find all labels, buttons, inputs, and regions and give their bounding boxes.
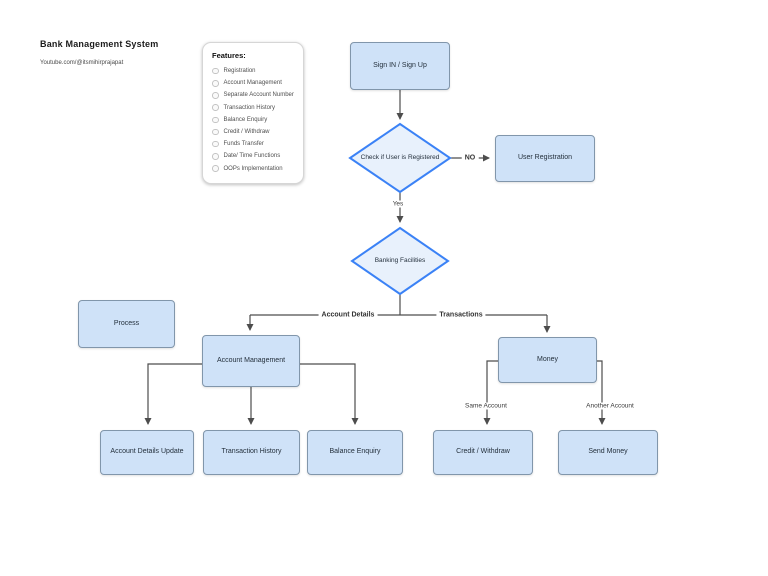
node-credit-withdraw: Credit / Withdraw (433, 430, 533, 475)
bullet-circle-icon (212, 104, 219, 111)
channel-credit: Youtube.com/@itsmihirprajapat (40, 60, 124, 66)
feature-label: Balance Enquiry (223, 116, 268, 123)
edge-label-same-account: Same Account (462, 402, 510, 410)
features-heading: Features: (212, 51, 246, 60)
edge-label-yes: Yes (389, 200, 407, 208)
feature-label: Registration (223, 68, 256, 75)
node-sign-in-sign-up: Sign IN / Sign Up (350, 42, 450, 90)
bullet-circle-icon (212, 67, 219, 75)
node-transaction-history: Transaction History (203, 430, 300, 475)
bullet-circle-icon (212, 140, 219, 148)
node-account-management: Account Management (202, 335, 300, 387)
feature-label: Transaction History (223, 104, 275, 111)
bullet-circle-icon (212, 116, 219, 124)
edge-to-balance-enquiry (300, 363, 359, 425)
feature-label: Account Management (223, 80, 282, 87)
feature-item: Account Management (212, 77, 294, 89)
feature-label: Date/ Time Functions (223, 153, 281, 160)
decision-banking-facilities-shape (350, 226, 450, 296)
node-send-money: Send Money (558, 430, 658, 475)
feature-label: Separate Account Number (223, 92, 294, 99)
edge-to-send-money (597, 360, 606, 425)
node-account-details-update: Account Details Update (100, 430, 194, 475)
bullet-circle-icon (212, 165, 219, 172)
bullet-circle-icon (212, 153, 219, 160)
feature-item: Transaction History (212, 102, 294, 114)
edge-label-transactions: Transactions (436, 311, 486, 319)
feature-item: Separate Account Number (212, 89, 294, 101)
feature-item: OOPs Implementation (212, 163, 294, 175)
bullet-circle-icon (212, 80, 219, 87)
decision-check-registered-shape (348, 122, 452, 194)
feature-label: OOPs Implementation (223, 165, 283, 172)
edge-to-account-details-update (144, 363, 202, 425)
feature-item: Credit / Withdraw (212, 126, 294, 138)
edge-label-another-account: Another Account (583, 402, 637, 410)
features-panel: Features: Registration Account Managemen… (202, 42, 304, 184)
feature-item: Date/ Time Functions (212, 150, 294, 162)
feature-item: Balance Enquiry (212, 114, 294, 126)
feature-item: Funds Transfer (212, 138, 294, 150)
edge-banking-branch-bus (250, 294, 547, 316)
bullet-circle-icon (212, 92, 219, 99)
feature-label: Funds Transfer (223, 141, 264, 148)
edge-to-credit-withdraw (483, 360, 498, 425)
node-money: Money (498, 337, 597, 383)
feature-item: Registration (212, 65, 294, 77)
node-process: Process (78, 300, 175, 348)
node-balance-enquiry: Balance Enquiry (307, 430, 403, 475)
edge-label-account-details: Account Details (318, 311, 378, 319)
bullet-circle-icon (212, 128, 219, 136)
feature-label: Credit / Withdraw (223, 129, 270, 136)
edge-label-no: NO (461, 154, 479, 162)
node-user-registration: User Registration (495, 135, 595, 182)
page-title: Bank Management System (40, 39, 159, 49)
